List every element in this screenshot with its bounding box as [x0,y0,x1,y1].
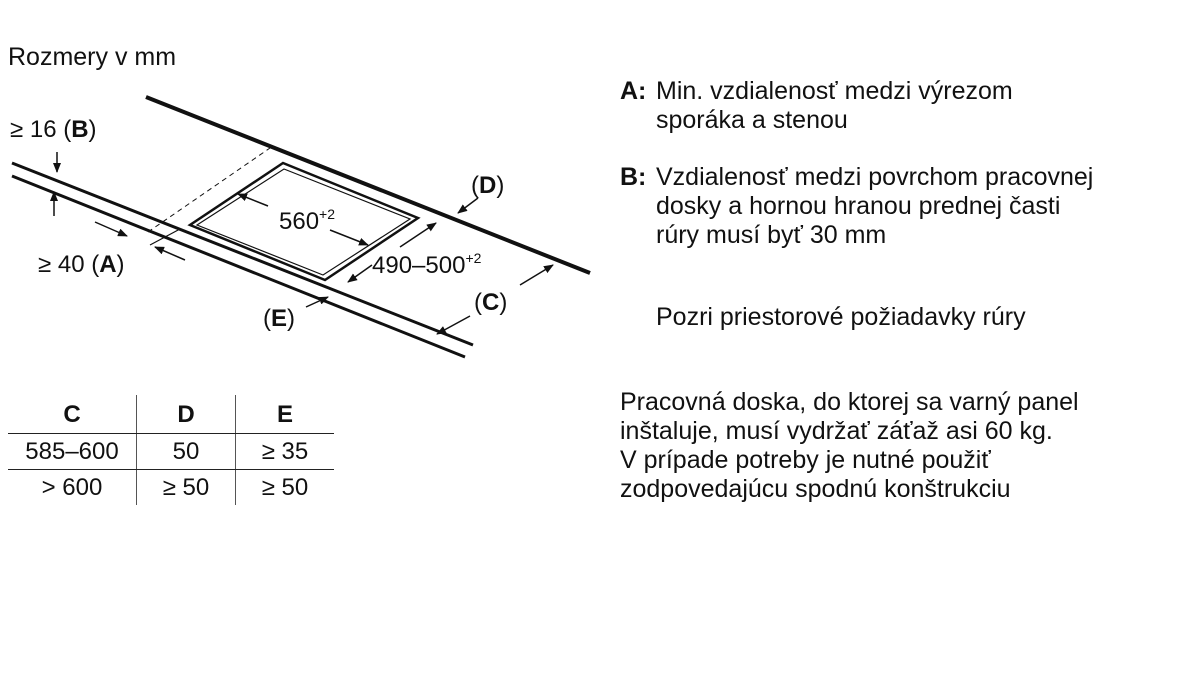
table-row: > 600 ≥ 50 ≥ 50 [8,469,334,505]
label-width: 560+2 [279,206,335,235]
dim-c-arrow-up [519,264,554,286]
worktop-front-edge-top [11,161,474,347]
dim-a-arrow-2 [154,246,186,261]
label-b: ≥ 16 (B) [10,116,97,143]
note-line: zodpovedajúcu spodnú konštrukciu [620,475,1011,503]
note-see-oven: Pozri priestorové požiadavky rúry [656,303,1026,331]
page-title: Rozmery v mm [8,43,177,71]
table-cell: ≥ 50 [261,474,309,501]
note-b-text: Vzdialenosť medzi povrchom pracovnej dos… [656,163,1093,250]
label-c: (C) [474,289,507,316]
depth-arrow-lower [347,264,373,283]
dim-c-arrow-down [436,315,471,335]
table-header-d: D [136,395,236,434]
note-line: Min. vzdialenosť medzi výrezom [656,77,1013,105]
dimension-table: C D E 585–600 50 ≥ 35 > 600 ≥ 50 ≥ 50 [8,395,334,505]
note-line: Vzdialenosť medzi povrchom pracovnej [656,163,1094,191]
table-cell: ≥ 35 [235,433,334,470]
table-header-row: C D E [8,395,334,434]
width-arrow-right [329,229,369,246]
note-load: Pracovná doska, do ktorej sa varný panel… [620,388,1079,504]
width-arrow-left [237,193,269,207]
cutout-outer [187,161,421,282]
dim-a-tick [149,228,181,246]
note-line: rúry musí byť 30 mm [656,221,887,249]
note-line: inštaluje, musí vydržať záťaž asi 60 kg. [620,417,1053,445]
table-row: 585–600 50 ≥ 35 [8,433,334,470]
table-header-e: E [235,395,334,434]
depth-arrow-upper [399,222,437,248]
note-line: Pracovná doska, do ktorej sa varný panel [620,388,1079,416]
worktop-front-edge-bottom [11,174,466,359]
label-depth: 490–500+2 [372,250,482,279]
note-b: B: Vzdialenosť medzi povrchom pracovnej … [620,163,1093,250]
note-b-key: B: [620,163,647,191]
note-a-key: A: [620,77,647,105]
dim-a-arrow-1 [94,221,128,237]
note-line: dosky a hornou hranou prednej časti [656,192,1061,220]
dim-d-arrow [457,197,479,214]
table-header-c: C [8,395,137,434]
note-line: sporáka a stenou [656,106,848,134]
note-a: A: Min. vzdialenosť medzi výrezom sporák… [620,77,1013,135]
table-cell: > 600 [8,469,137,505]
table-cell: ≥ 50 [136,469,236,505]
note-a-text: Min. vzdialenosť medzi výrezom sporáka a… [656,77,1013,135]
worktop-back-edge [145,95,591,275]
cutout-inner [195,168,412,276]
label-d: (D) [471,172,504,199]
wall-reference-line [147,147,271,233]
note-line: V prípade potreby je nutné použiť [620,446,991,474]
cutout-diagram: ≥ 16 (B) ≥ 40 (A) (D) (C) (E) 560+2 490–… [10,95,591,359]
dim-e-arrow [305,296,329,308]
table-cell: 585–600 [8,433,137,470]
label-a: ≥ 40 (A) [38,251,125,278]
label-e: (E) [263,305,295,332]
table-cell: 50 [136,433,236,470]
